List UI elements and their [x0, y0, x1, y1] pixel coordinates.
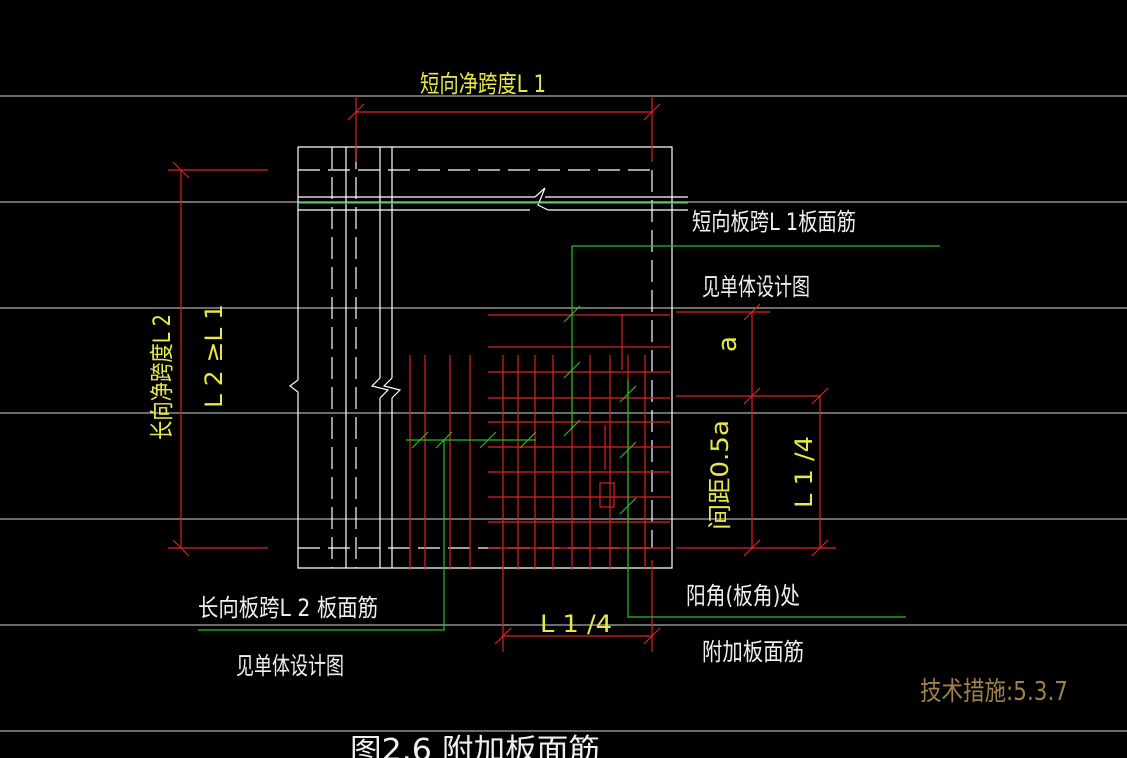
short-span-label: 短向净跨度L 1	[420, 70, 546, 98]
guide-lines	[0, 95, 1127, 732]
long-span-label: 长向净跨度L 2	[148, 314, 176, 440]
figure-caption: 图2.6 附加板面筋	[350, 733, 600, 758]
corner-label: 阳角(板角)处	[686, 582, 800, 610]
spacing-label: 间距0.5a	[706, 420, 734, 530]
long-rebar-label: 长向板跨L 2 板面筋	[198, 594, 378, 622]
extra-rebar-label: 附加板面筋	[702, 638, 804, 666]
leader-lines	[198, 202, 940, 631]
quarter-label-horizontal: L 1 /4	[540, 610, 612, 638]
see-design-label-2: 见单体设计图	[236, 652, 344, 680]
dimension-lines	[168, 96, 836, 652]
corner-rebar-grid	[409, 314, 670, 570]
dashed-inner-lines	[298, 147, 653, 568]
ratio-label: L 2 ≥L 1	[200, 304, 228, 408]
a-label: a	[713, 336, 743, 352]
tech-reference-label: 技术措施:5.3.7	[920, 677, 1068, 707]
quarter-label-vertical: L 1 /4	[790, 436, 818, 508]
slab-outline	[289, 146, 688, 569]
see-design-label-1: 见单体设计图	[702, 273, 810, 301]
short-rebar-label: 短向板跨L 1板面筋	[692, 208, 856, 236]
